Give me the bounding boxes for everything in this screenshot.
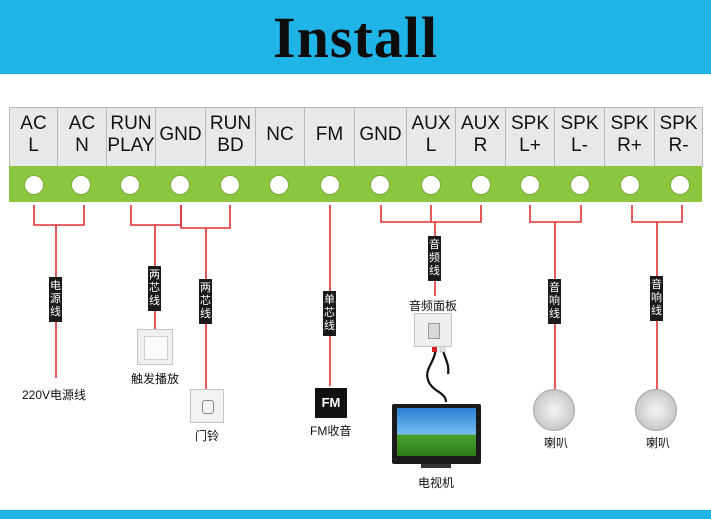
terminal-label-line2: L+ [519,135,541,156]
terminal-label-line1: AC [68,113,96,134]
screw-hole [670,175,690,195]
terminal-label-line1: AUX [411,113,451,134]
wire-label-two-core-2: 两芯线 [199,279,212,324]
screw-hole [370,175,390,195]
wire-label-audio: 音频线 [428,236,441,281]
screw-hole [170,175,190,195]
bracket-trigger [130,205,182,226]
screw-hole [71,175,91,195]
fm-radio-icon: FM [315,388,347,418]
caption-doorbell: 门铃 [195,429,220,443]
screw-hole [269,175,289,195]
audio-rca-cable [426,343,450,403]
wire-label-speaker-1: 音响线 [548,279,561,324]
ceiling-speaker-icon [533,389,575,431]
header-banner [0,0,711,74]
audio-panel-icon [414,313,452,347]
terminal-label-line2: PLAY [107,135,155,156]
screw-hole [421,175,441,195]
terminal-label-line2: R [473,135,488,156]
wire-label-single-core: 单芯线 [323,291,336,336]
terminal-label-line1: SPK [510,113,550,134]
terminal-label-line2: L [425,135,437,156]
terminal-label-line1: GND [359,124,402,145]
bracket-power [33,205,85,226]
bracket-speaker-1 [529,205,582,223]
caption-trigger: 触发播放 [131,372,180,386]
terminal-label-line1: RUN [110,113,152,134]
terminal-label-line2: R- [668,135,689,156]
screw-hole [120,175,140,195]
doorbell-button-icon [190,389,224,423]
screw-hole [570,175,590,195]
screw-hole [620,175,640,195]
terminal-block [9,166,702,202]
terminal-nc: NC [256,108,305,166]
screw-hole [24,175,44,195]
terminal-gnd-2: GND [355,108,407,166]
caption-speaker-1: 喇叭 [544,436,569,450]
terminal-label-line1: SPK [560,113,599,134]
terminal-label-line1: GND [159,124,202,145]
terminal-fm: FM [305,108,355,166]
terminal-label-line1: SPK [610,113,649,134]
terminal-label-line2: N [75,135,89,156]
tv-icon [392,404,481,464]
terminal-label-line1: AUX [460,113,501,134]
terminal-label-line2: BD [217,135,244,156]
caption-power: 220V电源线 [22,388,87,402]
trigger-switch-icon [137,329,173,365]
terminal-label-line1: RUN [209,113,252,134]
bracket-speaker-2 [631,205,683,223]
ceiling-speaker-icon [635,389,677,431]
caption-audio-panel: 音频面板 [409,299,458,313]
terminal-label-line1: FM [315,124,344,145]
wire-label-two-core-1: 两芯线 [148,266,161,311]
caption-speaker-2: 喇叭 [646,436,671,450]
terminal-gnd-1: GND [156,108,206,166]
tv-stand-icon [421,464,451,468]
screw-hole [320,175,340,195]
terminal-label-line1: NC [266,124,294,145]
terminal-label-line2: L [28,135,39,156]
footer-bar [0,510,711,519]
terminal-label-line1: SPK [659,113,698,134]
wire-label-power: 电源线 [49,277,62,322]
terminal-label-line2: R+ [617,135,642,156]
caption-fm: FM收音 [310,424,352,438]
screw-hole [220,175,240,195]
screw-hole [520,175,540,195]
terminal-label-line1: AC [20,113,47,134]
screw-hole [471,175,491,195]
caption-tv: 电视机 [418,476,455,490]
bracket-doorbell [180,205,231,229]
wire-label-speaker-2: 音响线 [650,276,663,321]
terminal-label-line2: L- [571,135,588,156]
page-title: Install [273,5,438,70]
